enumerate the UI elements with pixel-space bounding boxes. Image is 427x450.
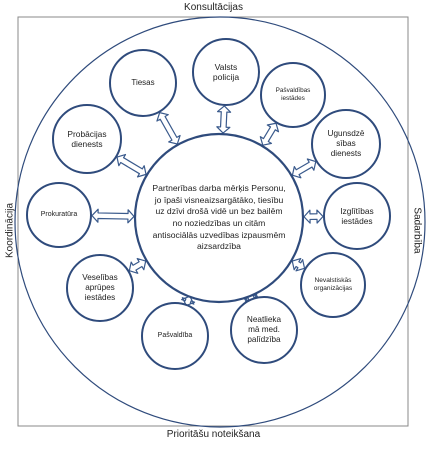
double-arrow-valsts-policija bbox=[216, 105, 232, 134]
node-label-line: Tiesas bbox=[131, 78, 155, 88]
double-arrow-nevalstiskas-organizacijas bbox=[291, 257, 306, 272]
double-arrow-probacijas-dienests bbox=[116, 153, 147, 178]
node-label-line: iestādes bbox=[281, 95, 305, 102]
node-label-line: Ugunsdzē bbox=[327, 129, 365, 138]
node-label-line: Neatlieka bbox=[246, 315, 282, 324]
outer-ring bbox=[14, 16, 426, 428]
node-circle-nevalstiskas-organizacijas bbox=[300, 252, 366, 318]
node-circle-veselibas-aprupes-iestades bbox=[66, 254, 134, 322]
node-label-line: Izglītības bbox=[340, 205, 374, 216]
node-label-line: mā med. bbox=[248, 325, 280, 334]
node-label-line: iestādes bbox=[341, 216, 373, 226]
center-circle bbox=[133, 132, 305, 304]
node-label-pasvaldiba: Pašvaldība bbox=[145, 303, 204, 369]
node-circle-valsts-policija bbox=[192, 38, 260, 106]
double-arrow-veselibas-aprupes-iestades bbox=[128, 257, 147, 274]
node-circle-izglitibas-iestades bbox=[323, 182, 391, 250]
edge-label-top: Konsultācijas bbox=[184, 2, 243, 13]
node-label-prokuratura: Prokuratūra bbox=[30, 183, 88, 247]
node-circle-pasvaldibas-iestades bbox=[260, 62, 326, 128]
node-label-line: aprūpes bbox=[85, 283, 115, 292]
node-label-line: dienests bbox=[71, 139, 103, 149]
node-circle-neatliekama-palidziba bbox=[230, 296, 298, 364]
node-label-tiesas: Tiesas bbox=[113, 50, 172, 116]
edge-label-left: Koordinācija bbox=[4, 202, 16, 259]
node-label-line: policija bbox=[212, 72, 240, 82]
node-label-line: Pašvaldības bbox=[275, 87, 311, 95]
node-label-line: Veselības bbox=[82, 273, 118, 282]
node-label-line: Probācijas bbox=[67, 128, 107, 139]
edge-label-bottom: Prioritāšu noteikšana bbox=[166, 429, 261, 440]
node-circle-tiesas bbox=[109, 49, 177, 117]
double-arrow-prokuratura bbox=[91, 208, 135, 224]
double-arrow-izglitibas-iestades bbox=[303, 209, 324, 224]
connector-arrows bbox=[91, 105, 324, 307]
node-circle-ugunsdzesibas-dienests bbox=[311, 109, 381, 179]
node-label-line: Valsts bbox=[214, 61, 238, 72]
node-circle-pasvaldiba bbox=[141, 302, 209, 370]
node-label-line: Prokuratūra bbox=[40, 210, 78, 218]
node-label-line: Pašvaldība bbox=[157, 331, 193, 339]
node-circle-probacijas-dienests bbox=[52, 104, 122, 174]
node-label-line: dienests bbox=[330, 149, 362, 158]
edge-label-right: Sadarbība bbox=[411, 207, 423, 254]
node-label-line: palīdzība bbox=[247, 335, 281, 344]
node-label-line: organizācijas bbox=[313, 285, 353, 292]
node-label-line: Nevalstiskās bbox=[314, 276, 352, 284]
node-label-line: sības bbox=[336, 139, 356, 148]
node-circle-prokuratura bbox=[26, 182, 92, 248]
node-label-line: iestādes bbox=[84, 293, 116, 302]
center-goal-text: Partnerības darba mērķis Personu, jo īpa… bbox=[152, 182, 286, 252]
node-circles bbox=[26, 38, 391, 370]
